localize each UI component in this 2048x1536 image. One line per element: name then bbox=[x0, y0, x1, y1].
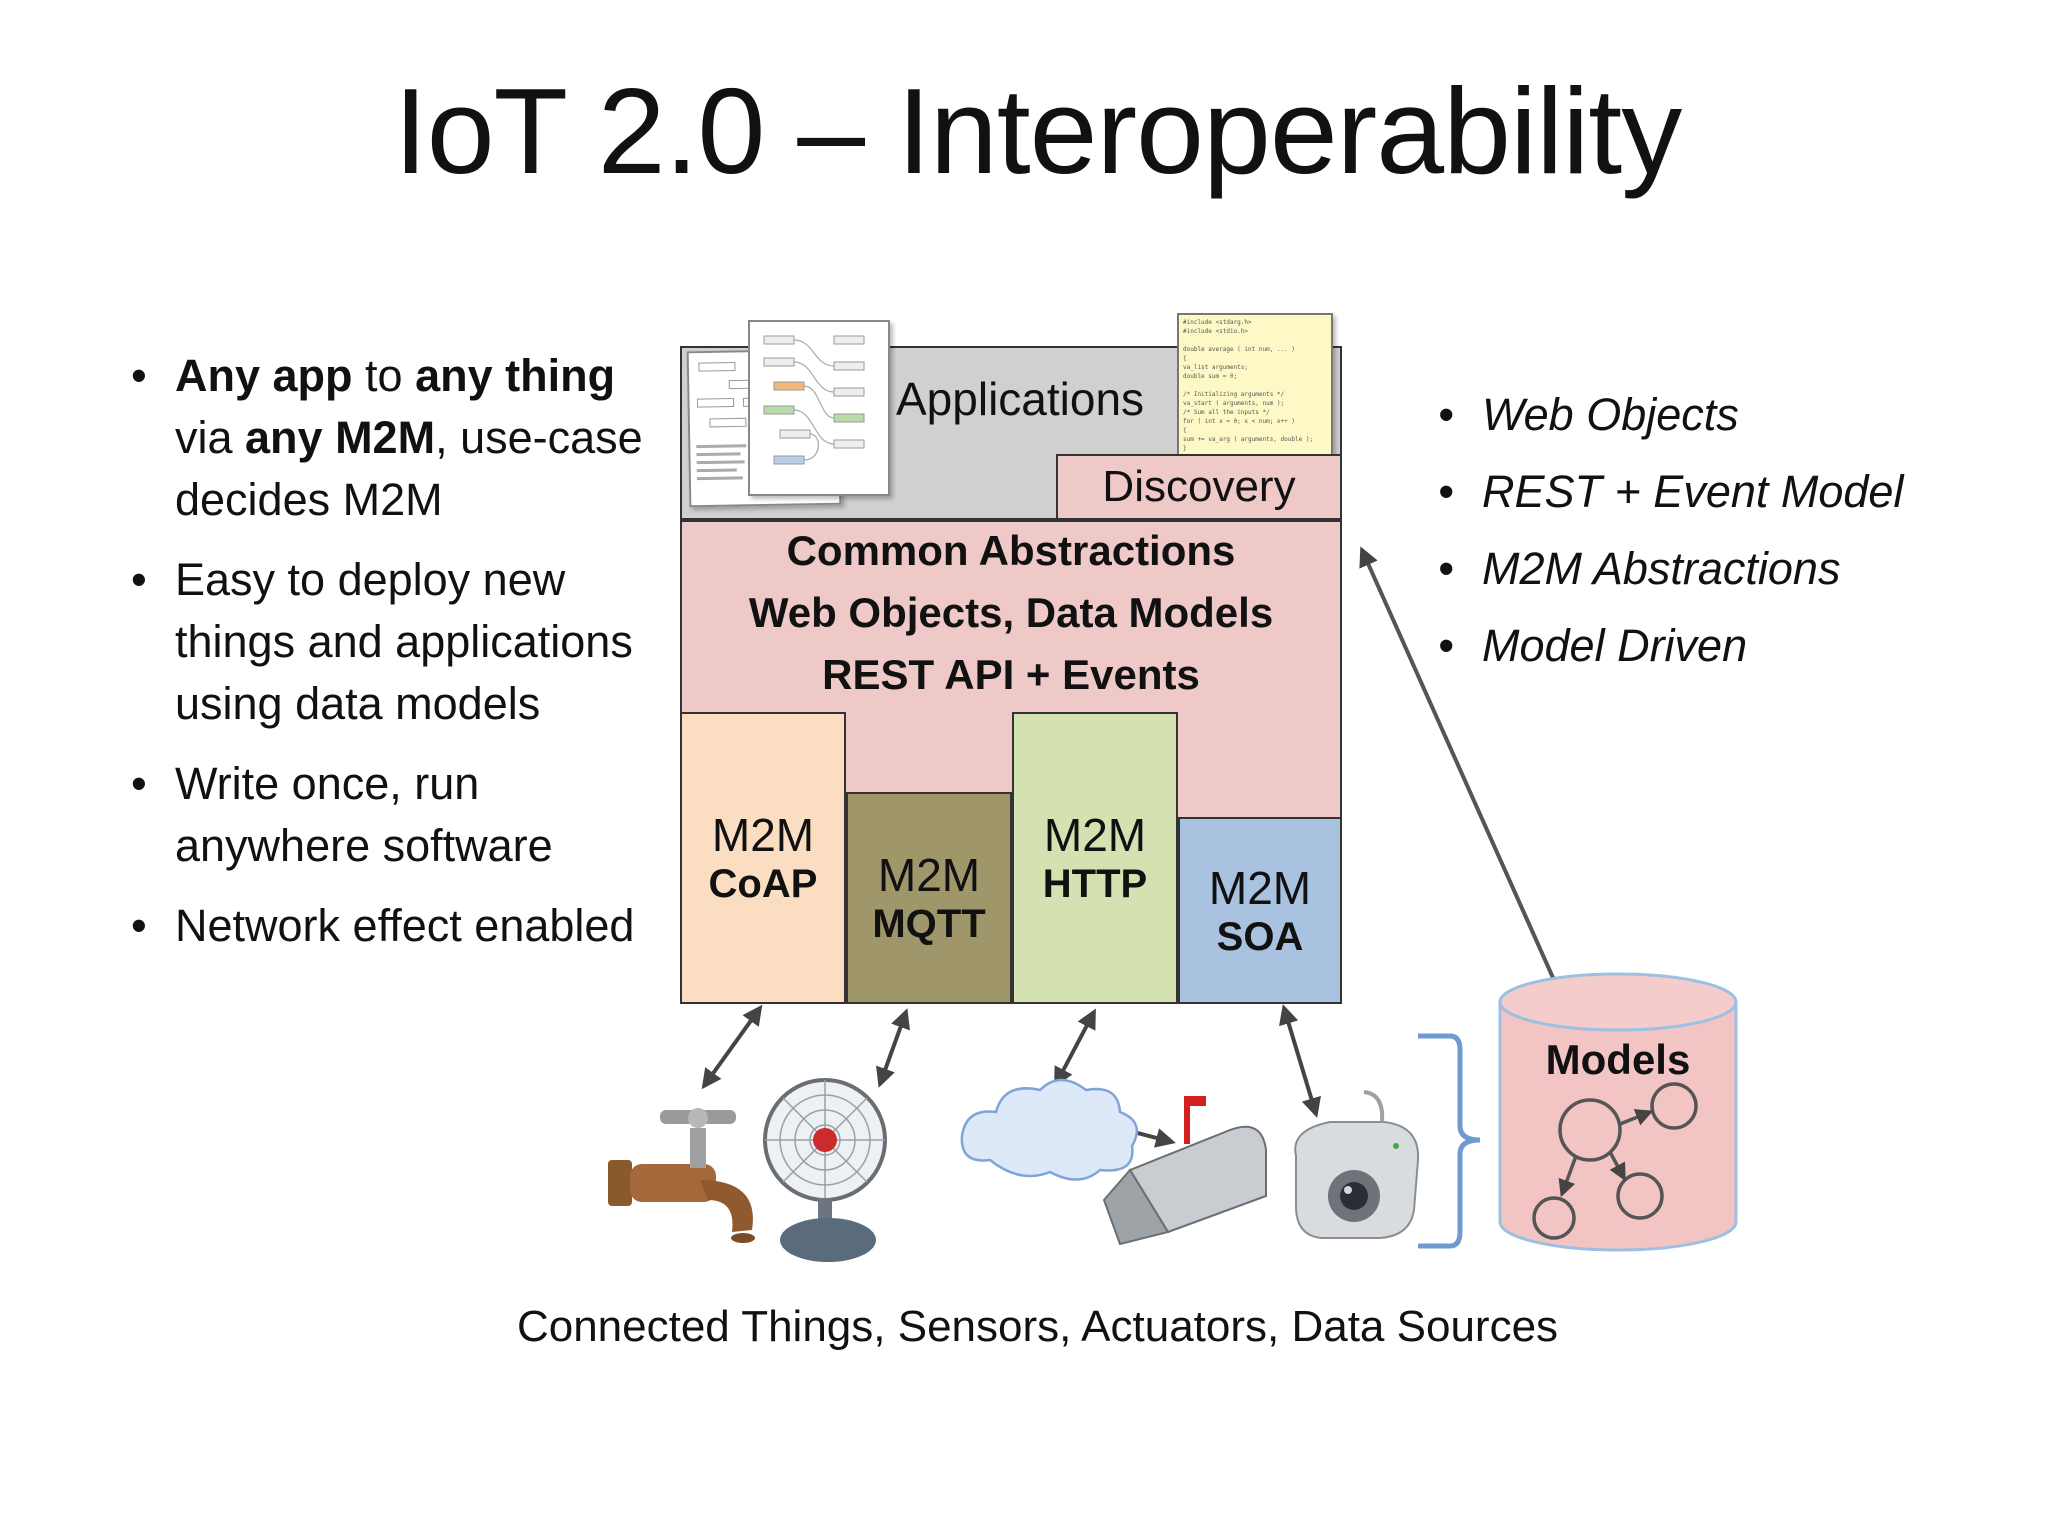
bullet-text: via bbox=[175, 412, 246, 463]
bullet-text: Easy to deploy new things and applicatio… bbox=[175, 554, 633, 729]
bullet-text: Write once, run anywhere software bbox=[175, 758, 553, 871]
mqtt-arrow bbox=[876, 1008, 910, 1088]
applications-label: Applications bbox=[896, 373, 1145, 425]
right-bullet-list: Web ObjectsREST + Event ModelM2M Abstrac… bbox=[1438, 384, 1998, 692]
m2m-coap-box: M2M CoAP bbox=[680, 712, 846, 1004]
bullet-bold-text: any M2M bbox=[245, 412, 436, 463]
model-graph-icon bbox=[1532, 1082, 1698, 1240]
m2m-http-top: M2M bbox=[1043, 809, 1147, 861]
webcam-icon bbox=[1294, 1090, 1420, 1239]
coap-arrow bbox=[701, 1004, 763, 1090]
m2m-mqtt-box: M2M MQTT bbox=[846, 792, 1012, 1004]
mailbox-icon bbox=[1102, 1096, 1267, 1246]
caption: Connected Things, Sensors, Actuators, Da… bbox=[516, 1302, 1559, 1351]
models-label: Models bbox=[1545, 1036, 1691, 1083]
common-abstractions-text: Common Abstractions Web Objects, Data Mo… bbox=[680, 520, 1342, 706]
m2m-http-bottom: HTTP bbox=[1042, 862, 1148, 906]
models-arrow bbox=[1359, 546, 1556, 981]
cloud-icon bbox=[960, 1078, 1139, 1181]
bullet-bold-text: any thing bbox=[415, 350, 616, 401]
right-bullet-item: Model Driven bbox=[1438, 615, 1998, 677]
m2m-soa-top: M2M bbox=[1208, 861, 1312, 914]
left-bullet-item: Easy to deploy new things and applicatio… bbox=[131, 549, 651, 735]
flow-diagram-icon bbox=[748, 320, 890, 496]
m2m-coap-top: M2M bbox=[711, 809, 815, 861]
soa-arrow bbox=[1279, 1004, 1321, 1118]
bullet-text: Network effect enabled bbox=[175, 900, 635, 951]
abstractions-line-1: Common Abstractions bbox=[786, 527, 1236, 574]
bullet-text: , use-case decides M2M bbox=[175, 412, 643, 525]
abstractions-line-2: Web Objects, Data Models bbox=[748, 589, 1274, 636]
discovery-layer: Discovery bbox=[1056, 454, 1342, 520]
bullet-bold-text: Any app bbox=[175, 350, 353, 401]
bullet-text: to bbox=[352, 350, 416, 401]
m2m-mqtt-top: M2M bbox=[877, 849, 981, 901]
left-bullet-item: Network effect enabled bbox=[131, 895, 651, 957]
bracket-icon bbox=[1418, 1033, 1481, 1249]
left-bullet-item: Write once, run anywhere software bbox=[131, 753, 651, 877]
abstractions-line-3: REST API + Events bbox=[822, 651, 1200, 698]
discovery-label: Discovery bbox=[1102, 462, 1296, 511]
right-bullet-item: M2M Abstractions bbox=[1438, 538, 1998, 600]
left-bullet-item: Any app to any thing via any M2M, use-ca… bbox=[131, 345, 651, 531]
m2m-soa-box: M2M SOA bbox=[1178, 817, 1342, 1004]
faucet-icon bbox=[608, 1108, 755, 1243]
http-arrow bbox=[1054, 1008, 1096, 1088]
right-bullet-item: Web Objects bbox=[1438, 384, 1998, 446]
slide-title: IoT 2.0 – Interoperability bbox=[393, 63, 1682, 199]
m2m-soa-bottom: SOA bbox=[1216, 914, 1304, 959]
m2m-http-box: M2M HTTP bbox=[1012, 712, 1178, 1004]
code-listing-icon: #include <stdarg.h>#include <stdio.h> do… bbox=[1177, 313, 1333, 465]
right-bullet-item: REST + Event Model bbox=[1438, 461, 1998, 523]
m2m-coap-bottom: CoAP bbox=[708, 862, 818, 906]
m2m-mqtt-bottom: MQTT bbox=[872, 902, 986, 946]
fan-icon bbox=[763, 1078, 887, 1262]
left-bullet-list: Any app to any thing via any M2M, use-ca… bbox=[131, 345, 651, 975]
